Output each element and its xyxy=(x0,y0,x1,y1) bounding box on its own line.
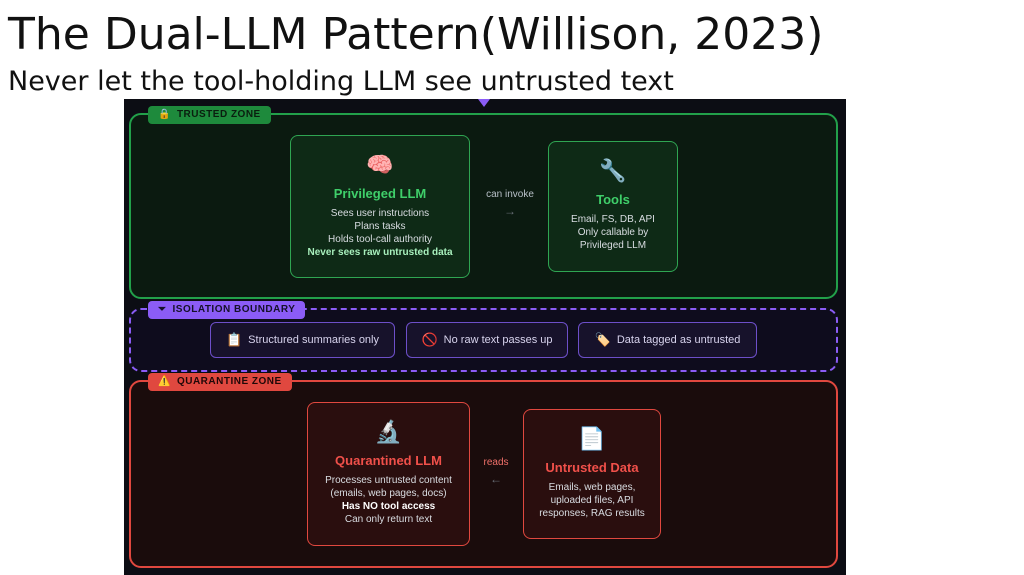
quarantined-llm-line: Processes untrusted content xyxy=(325,475,452,486)
brain-icon: 🧠 xyxy=(366,152,394,177)
quarantined-llm-line: (emails, web pages, docs) xyxy=(330,488,447,499)
arrow-left-icon: ← xyxy=(490,472,502,486)
top-pointer-arrow xyxy=(478,99,490,107)
can-invoke-connector: can invoke → xyxy=(475,189,545,218)
reads-label: reads xyxy=(483,457,509,468)
trusted-zone-label: TRUSTED ZONE xyxy=(176,109,261,120)
untrusted-data-line: responses, RAG results xyxy=(539,508,645,519)
quarantine-zone-badge: ⚠️ QUARANTINE ZONE xyxy=(148,373,292,391)
no-entry-icon: 🚫 xyxy=(421,332,438,347)
boundary-chip-data-tagged: 🏷️ Data tagged as untrusted xyxy=(578,322,757,358)
quarantine-zone-label: QUARANTINE ZONE xyxy=(176,376,282,387)
untrusted-data-title: Untrusted Data xyxy=(545,460,639,475)
clipboard-icon: 📋 xyxy=(225,332,243,347)
tools-line: Only callable by xyxy=(577,227,649,238)
tools-line: Privileged LLM xyxy=(579,240,647,251)
privileged-llm-card: 🧠 Privileged LLM Sees user instructions … xyxy=(290,135,470,278)
tools-title: Tools xyxy=(596,192,630,207)
boundary-chip-label: No raw text passes up xyxy=(443,334,553,346)
isolation-boundary-label: ISOLATION BOUNDARY xyxy=(172,304,296,315)
untrusted-data-card: 📄 Untrusted Data Emails, web pages, uplo… xyxy=(523,409,661,539)
privileged-llm-title: Privileged LLM xyxy=(333,186,427,201)
lock-icon: 🔒 xyxy=(158,109,171,120)
slide-title: The Dual-LLM Pattern(Willison, 2023) xyxy=(8,9,824,60)
quarantined-llm-emphasis: Has NO tool access xyxy=(341,501,436,512)
microscope-icon: 🔬 xyxy=(374,419,403,444)
warning-icon: ⚠️ xyxy=(158,376,171,387)
diagram-panel: 🔒 TRUSTED ZONE ⏷ ISOLATION BOUNDARY ⚠️ Q… xyxy=(124,99,846,575)
trusted-zone xyxy=(129,113,838,299)
tools-card: 🔧 Tools Email, FS, DB, API Only callable… xyxy=(548,141,678,272)
privileged-llm-line: Plans tasks xyxy=(354,221,406,232)
slide-subtitle: Never let the tool-holding LLM see untru… xyxy=(8,66,674,97)
document-icon: 📄 xyxy=(578,426,606,451)
quarantined-llm-card: 🔬 Quarantined LLM Processes untrusted co… xyxy=(307,402,470,546)
reads-connector: reads ← xyxy=(461,457,531,486)
filter-icon: ⏷ xyxy=(158,304,167,315)
arrow-right-icon: → xyxy=(504,204,516,218)
tag-icon: 🏷️ xyxy=(594,332,611,347)
can-invoke-label: can invoke xyxy=(486,189,534,200)
quarantine-zone xyxy=(129,380,838,568)
boundary-chip-label: Data tagged as untrusted xyxy=(616,334,741,346)
untrusted-data-line: Emails, web pages, xyxy=(548,482,636,493)
wrench-icon: 🔧 xyxy=(599,158,627,183)
boundary-chip-label: Structured summaries only xyxy=(248,334,379,346)
isolation-boundary-badge: ⏷ ISOLATION BOUNDARY xyxy=(148,301,306,319)
trusted-zone-badge: 🔒 TRUSTED ZONE xyxy=(148,106,271,124)
untrusted-data-line: uploaded files, API xyxy=(550,495,634,506)
boundary-chip-no-raw-text: 🚫 No raw text passes up xyxy=(406,322,568,358)
quarantined-llm-line: Can only return text xyxy=(344,514,433,525)
privileged-llm-line: Holds tool-call authority xyxy=(328,234,432,245)
privileged-llm-line: Sees user instructions xyxy=(330,208,430,219)
privileged-llm-emphasis: Never sees raw untrusted data xyxy=(307,247,453,258)
quarantined-llm-title: Quarantined LLM xyxy=(335,453,442,468)
boundary-chip-structured-summaries: 📋 Structured summaries only xyxy=(210,322,395,358)
tools-line: Email, FS, DB, API xyxy=(571,214,655,225)
